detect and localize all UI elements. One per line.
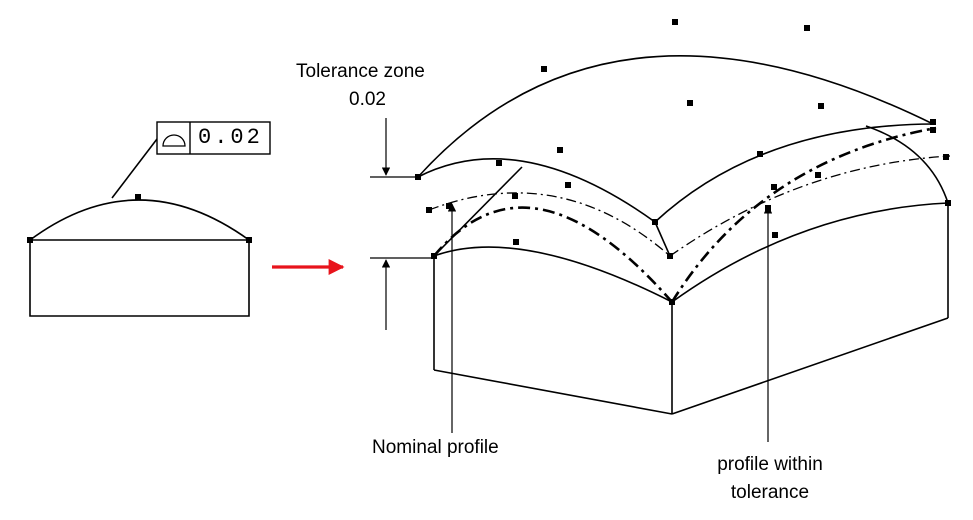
profile-within-label-line1: profile within [717, 454, 823, 475]
feature-control-frame [156, 121, 271, 155]
part-3d-view [417, 55, 949, 415]
upper-right-side-arc [865, 125, 949, 204]
part-2d-view [29, 138, 250, 317]
part-2d-arc [29, 199, 250, 241]
tolerance-zone-dimension [370, 118, 432, 330]
front-transition-line [433, 166, 523, 257]
measurement-points [415, 19, 951, 305]
fcf-box [156, 121, 271, 155]
nominal-right-arc [671, 202, 949, 303]
actual-profile [428, 126, 951, 303]
profile-within-label-line2: tolerance [730, 482, 810, 503]
bottom-front-edge [433, 369, 673, 415]
mid-right-thin [669, 155, 951, 257]
profile-of-surface-icon [162, 134, 186, 147]
upper-right-arc [654, 123, 934, 223]
part-2d-body [29, 239, 250, 317]
nominal-profile-label: Nominal profile [372, 437, 499, 458]
nominal-front-arc [433, 246, 673, 303]
tolerance-zone-label: Tolerance zone [296, 61, 425, 82]
top-dome-arc [417, 55, 934, 178]
part-2d-points [27, 194, 252, 243]
actual-right-bold [670, 126, 937, 303]
label-leaders [447, 203, 773, 442]
mid-front-thin [428, 192, 671, 257]
corner-transition-line [654, 221, 671, 257]
upper-front-arc [417, 158, 656, 223]
actual-front-bold [432, 206, 673, 303]
tolerance-zone-value: 0.02 [349, 89, 386, 110]
fcf-tolerance-value: 0.02 [198, 125, 263, 150]
callout-leader [111, 138, 158, 199]
bottom-right-edge [671, 317, 949, 415]
